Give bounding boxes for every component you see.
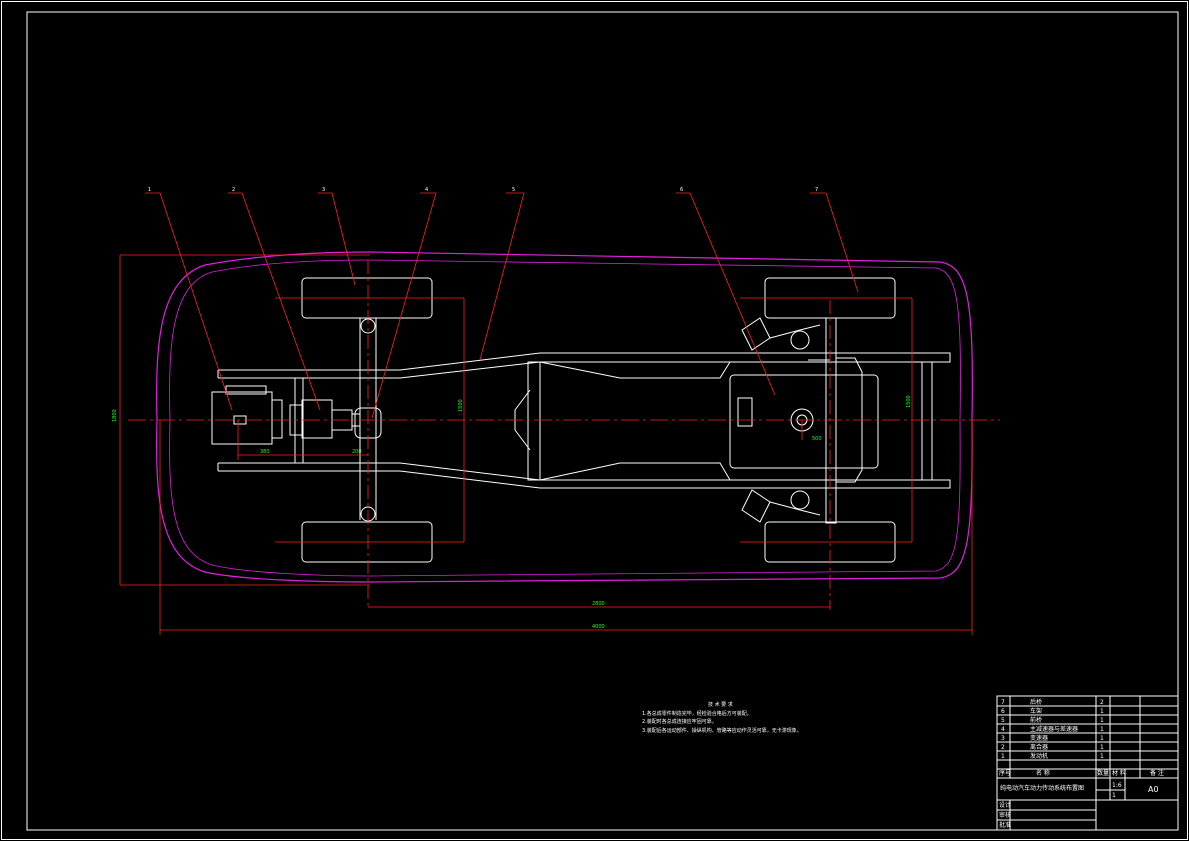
part-no: 2 <box>1001 744 1005 751</box>
transmission <box>289 399 361 439</box>
part-no: 5 <box>1001 717 1005 724</box>
dim-overall-length: 4000 <box>592 624 605 630</box>
centerline-and-dims <box>119 254 1000 635</box>
part-qty: 1 <box>1100 726 1104 733</box>
scale-value: 1:6 <box>1112 782 1122 789</box>
dim-a: 380 <box>260 449 270 455</box>
drawing-title: 纯电动汽车动力传动系统布置图 <box>1000 784 1084 792</box>
part-no: 1 <box>1001 753 1005 760</box>
vehicle-body-inner <box>169 259 961 577</box>
dim-c: 500 <box>812 436 822 442</box>
hdr-remark: 备 注 <box>1150 769 1164 777</box>
leaders <box>145 192 859 419</box>
balloon-1: 1 <box>148 187 151 193</box>
part-name: 主减速器与差速器 <box>1030 725 1078 733</box>
part-name: 前桥 <box>1030 716 1042 724</box>
part-no: 4 <box>1001 726 1005 733</box>
part-qty: 1 <box>1100 753 1104 760</box>
part-no: 3 <box>1001 735 1005 742</box>
part-name: 车架 <box>1030 707 1042 715</box>
part-qty: 1 <box>1100 717 1104 724</box>
format-value: A0 <box>1148 785 1159 794</box>
motor <box>211 385 283 445</box>
role-review: 审核 <box>999 811 1011 819</box>
hdr-name: 名 称 <box>1036 769 1050 777</box>
part-name: 后桥 <box>1030 698 1042 706</box>
balloon-3: 3 <box>322 187 325 193</box>
balloon-6: 6 <box>680 187 683 193</box>
dim-front-track: 1500 <box>458 399 464 412</box>
title-block <box>996 695 1179 831</box>
dim-rear-track: 1500 <box>906 395 912 408</box>
part-name: 变速器 <box>1030 734 1048 742</box>
part-qty: 1 <box>1100 744 1104 751</box>
dim-overall-width: 1800 <box>112 409 118 422</box>
battery-pack <box>729 374 879 469</box>
balloon-2: 2 <box>232 187 235 193</box>
balloon-5: 5 <box>512 187 515 193</box>
balloon-7: 7 <box>815 187 818 193</box>
role-approve: 批准 <box>999 821 1011 829</box>
tech-note-1: 1.各总成零件制造完毕，经检验合格后方可装配。 <box>642 710 752 717</box>
sheet-value: 1 <box>1112 792 1116 799</box>
inner-border <box>26 11 1179 831</box>
vehicle-body-outline <box>156 251 973 583</box>
tech-note-3: 3.装配后各运动部件、操纵机构、管路等应动作灵活可靠，无卡滞现象。 <box>642 727 802 734</box>
part-no: 6 <box>1001 708 1005 715</box>
part-qty: 1 <box>1100 708 1104 715</box>
part-qty: 2 <box>1100 699 1104 706</box>
tech-note-2: 2.装配时各总成连接应牢固可靠。 <box>642 718 717 725</box>
role-design: 设计 <box>999 801 1011 809</box>
part-no: 7 <box>1001 699 1005 706</box>
hdr-no: 序号 <box>999 769 1011 777</box>
hdr-material: 材 料 <box>1112 769 1126 777</box>
part-name: 离合器 <box>1030 743 1048 751</box>
hdr-qty: 数量 <box>1097 769 1109 777</box>
balloon-4: 4 <box>425 187 428 193</box>
dim-b: 200 <box>352 449 362 455</box>
parts-list: 7 后桥 2 6 车架 1 5 前桥 1 4 主减速器与差速器 1 3 变速器 1 2 离合器 1 1 发动机 1 <box>1001 698 1104 760</box>
rear-suspension <box>741 317 863 524</box>
part-name: 发动机 <box>1030 752 1048 760</box>
tech-notes-title: 技 术 要 求 <box>708 701 733 708</box>
dim-wheelbase: 2800 <box>592 601 605 607</box>
part-qty: 1 <box>1100 735 1104 742</box>
